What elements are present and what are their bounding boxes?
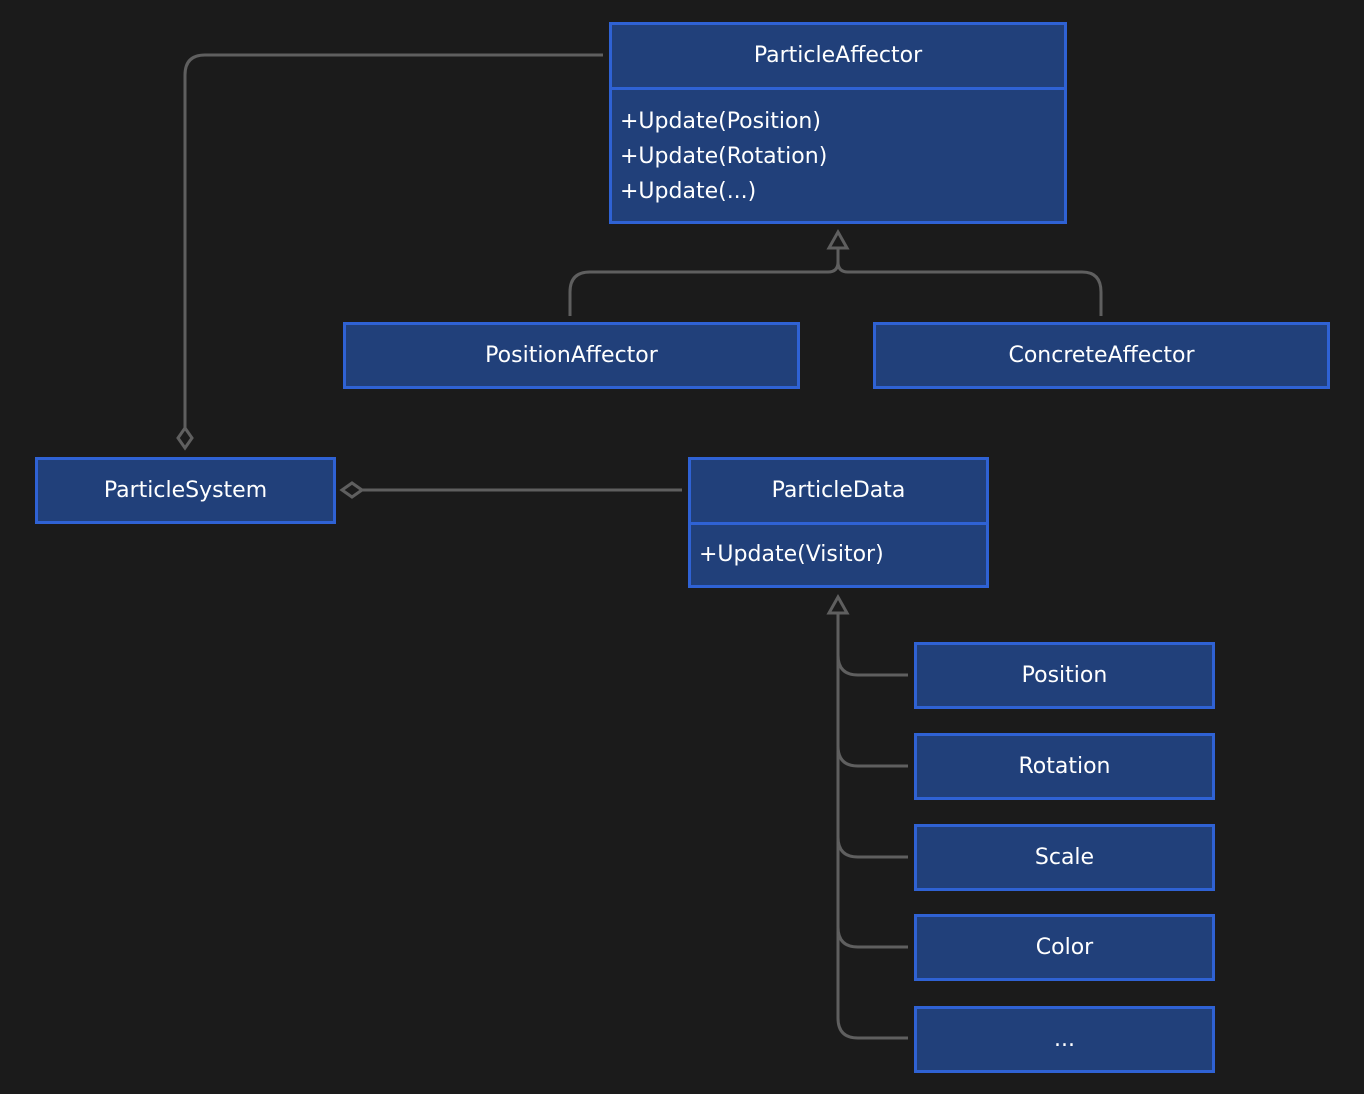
affector-aggregation-diamond	[176, 425, 194, 451]
class-name: ...	[1054, 1027, 1075, 1052]
operations-compartment: +Update(Position) +Update(Rotation) +Upd…	[612, 90, 1064, 209]
class-name: ParticleAffector	[612, 25, 1064, 90]
scale-branch	[836, 836, 908, 859]
scale-class[interactable]: Scale	[914, 824, 1215, 891]
data-inheritance-arrowhead	[826, 593, 850, 615]
particle-system-class[interactable]: ParticleSystem	[35, 457, 336, 524]
more-branch	[836, 1017, 908, 1040]
affector-to-system-connector	[183, 53, 603, 428]
class-name: ParticleData	[691, 460, 986, 525]
affector-inheritance-arrowhead	[826, 228, 850, 250]
position-class[interactable]: Position	[914, 642, 1215, 709]
class-name: Rotation	[1018, 754, 1111, 779]
position-branch	[836, 654, 908, 677]
operation: +Update(Rotation)	[620, 144, 828, 169]
class-name: PositionAffector	[485, 343, 658, 368]
operation: +Update(...)	[620, 179, 757, 204]
operation: +Update(Position)	[620, 109, 821, 134]
concrete-affector-class[interactable]: ConcreteAffector	[873, 322, 1330, 389]
concrete-inheritance-branch	[836, 261, 1103, 316]
color-branch	[836, 926, 908, 949]
position-affector-class[interactable]: PositionAffector	[343, 322, 800, 389]
operation: +Update(Visitor)	[699, 542, 884, 567]
more-classes-placeholder[interactable]: ...	[914, 1006, 1215, 1073]
class-name: Color	[1035, 935, 1094, 960]
particle-data-class[interactable]: ParticleData +Update(Visitor)	[688, 457, 989, 588]
class-name: ParticleSystem	[103, 478, 268, 503]
particle-affector-class[interactable]: ParticleAffector +Update(Position) +Upda…	[609, 22, 1067, 224]
rotation-class[interactable]: Rotation	[914, 733, 1215, 800]
class-name: ConcreteAffector	[1008, 343, 1195, 368]
affector-inheritance-trunk	[568, 248, 840, 316]
data-aggregation-diamond	[339, 481, 365, 499]
class-name: Position	[1021, 663, 1108, 688]
color-class[interactable]: Color	[914, 914, 1215, 981]
operations-compartment: +Update(Visitor)	[691, 525, 986, 572]
rotation-branch	[836, 745, 908, 768]
class-name: Scale	[1034, 845, 1095, 870]
